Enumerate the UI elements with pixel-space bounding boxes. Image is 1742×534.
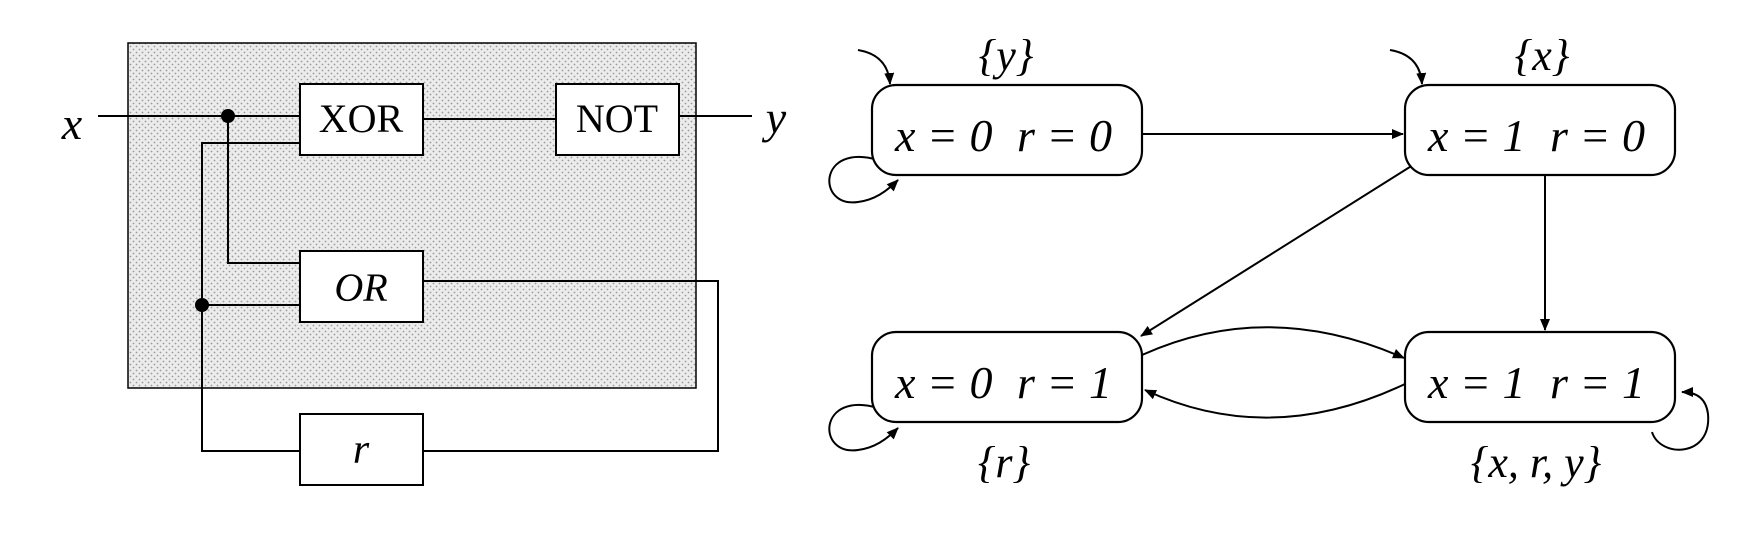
or-to-register-wire bbox=[423, 280, 719, 452]
state-r-value: r = 1 bbox=[1017, 357, 1112, 408]
state-x0-r1: x = 0 r = 1 bbox=[870, 330, 1144, 424]
transition-s1-to-s2 bbox=[1140, 164, 1414, 337]
not-gate: NOT bbox=[555, 83, 680, 156]
label-set-s2: {r} bbox=[978, 438, 1031, 487]
x-to-or-wire bbox=[227, 116, 300, 264]
xor-gate-label: XOR bbox=[319, 96, 404, 141]
junction-dot-r bbox=[195, 298, 209, 312]
state-x-value: x = 1 bbox=[1427, 110, 1525, 161]
transition-s2-to-s3 bbox=[1141, 326, 1405, 359]
xor-gate: XOR bbox=[299, 83, 424, 156]
input-label-x: x bbox=[61, 98, 83, 149]
register-box: r bbox=[299, 413, 424, 486]
state-machine-diagram: x = 0 r = 0 x = 1 r = 0 x = 0 r = 1 x = … bbox=[828, 31, 1710, 487]
register-label: r bbox=[353, 427, 370, 473]
not-gate-label: NOT bbox=[576, 96, 658, 141]
initial-arrow-s0 bbox=[857, 49, 895, 85]
state-x-value: x = 0 bbox=[894, 357, 992, 408]
self-loop-s2 bbox=[828, 403, 899, 452]
self-loop-s0 bbox=[828, 155, 899, 204]
state-r-value: r = 0 bbox=[1017, 110, 1112, 161]
label-set-s3: {x, r, y} bbox=[1471, 438, 1602, 487]
label-set-s0: {y} bbox=[979, 31, 1034, 80]
state-x-value: x = 0 bbox=[894, 110, 992, 161]
state-r-value: r = 1 bbox=[1550, 357, 1645, 408]
state-x-value: x = 1 bbox=[1427, 357, 1525, 408]
output-label-y: y bbox=[762, 92, 787, 143]
state-x0-r0: x = 0 r = 0 bbox=[870, 83, 1144, 177]
label-set-s1: {x} bbox=[1515, 31, 1570, 80]
or-gate: OR bbox=[299, 250, 424, 323]
state-r-value: r = 0 bbox=[1550, 110, 1645, 161]
self-loop-s3 bbox=[1651, 387, 1710, 451]
state-x1-r0: x = 1 r = 0 bbox=[1403, 83, 1677, 177]
initial-arrow-s1 bbox=[1389, 49, 1427, 85]
feedback-to-xor-wire bbox=[201, 142, 300, 452]
state-x1-r1: x = 1 r = 1 bbox=[1403, 330, 1677, 424]
junction-dot-x bbox=[221, 109, 235, 123]
circuit-diagram: XOR NOT OR r x y bbox=[61, 42, 787, 486]
transition-s3-to-s2 bbox=[1144, 383, 1406, 419]
or-gate-label: OR bbox=[334, 265, 387, 310]
